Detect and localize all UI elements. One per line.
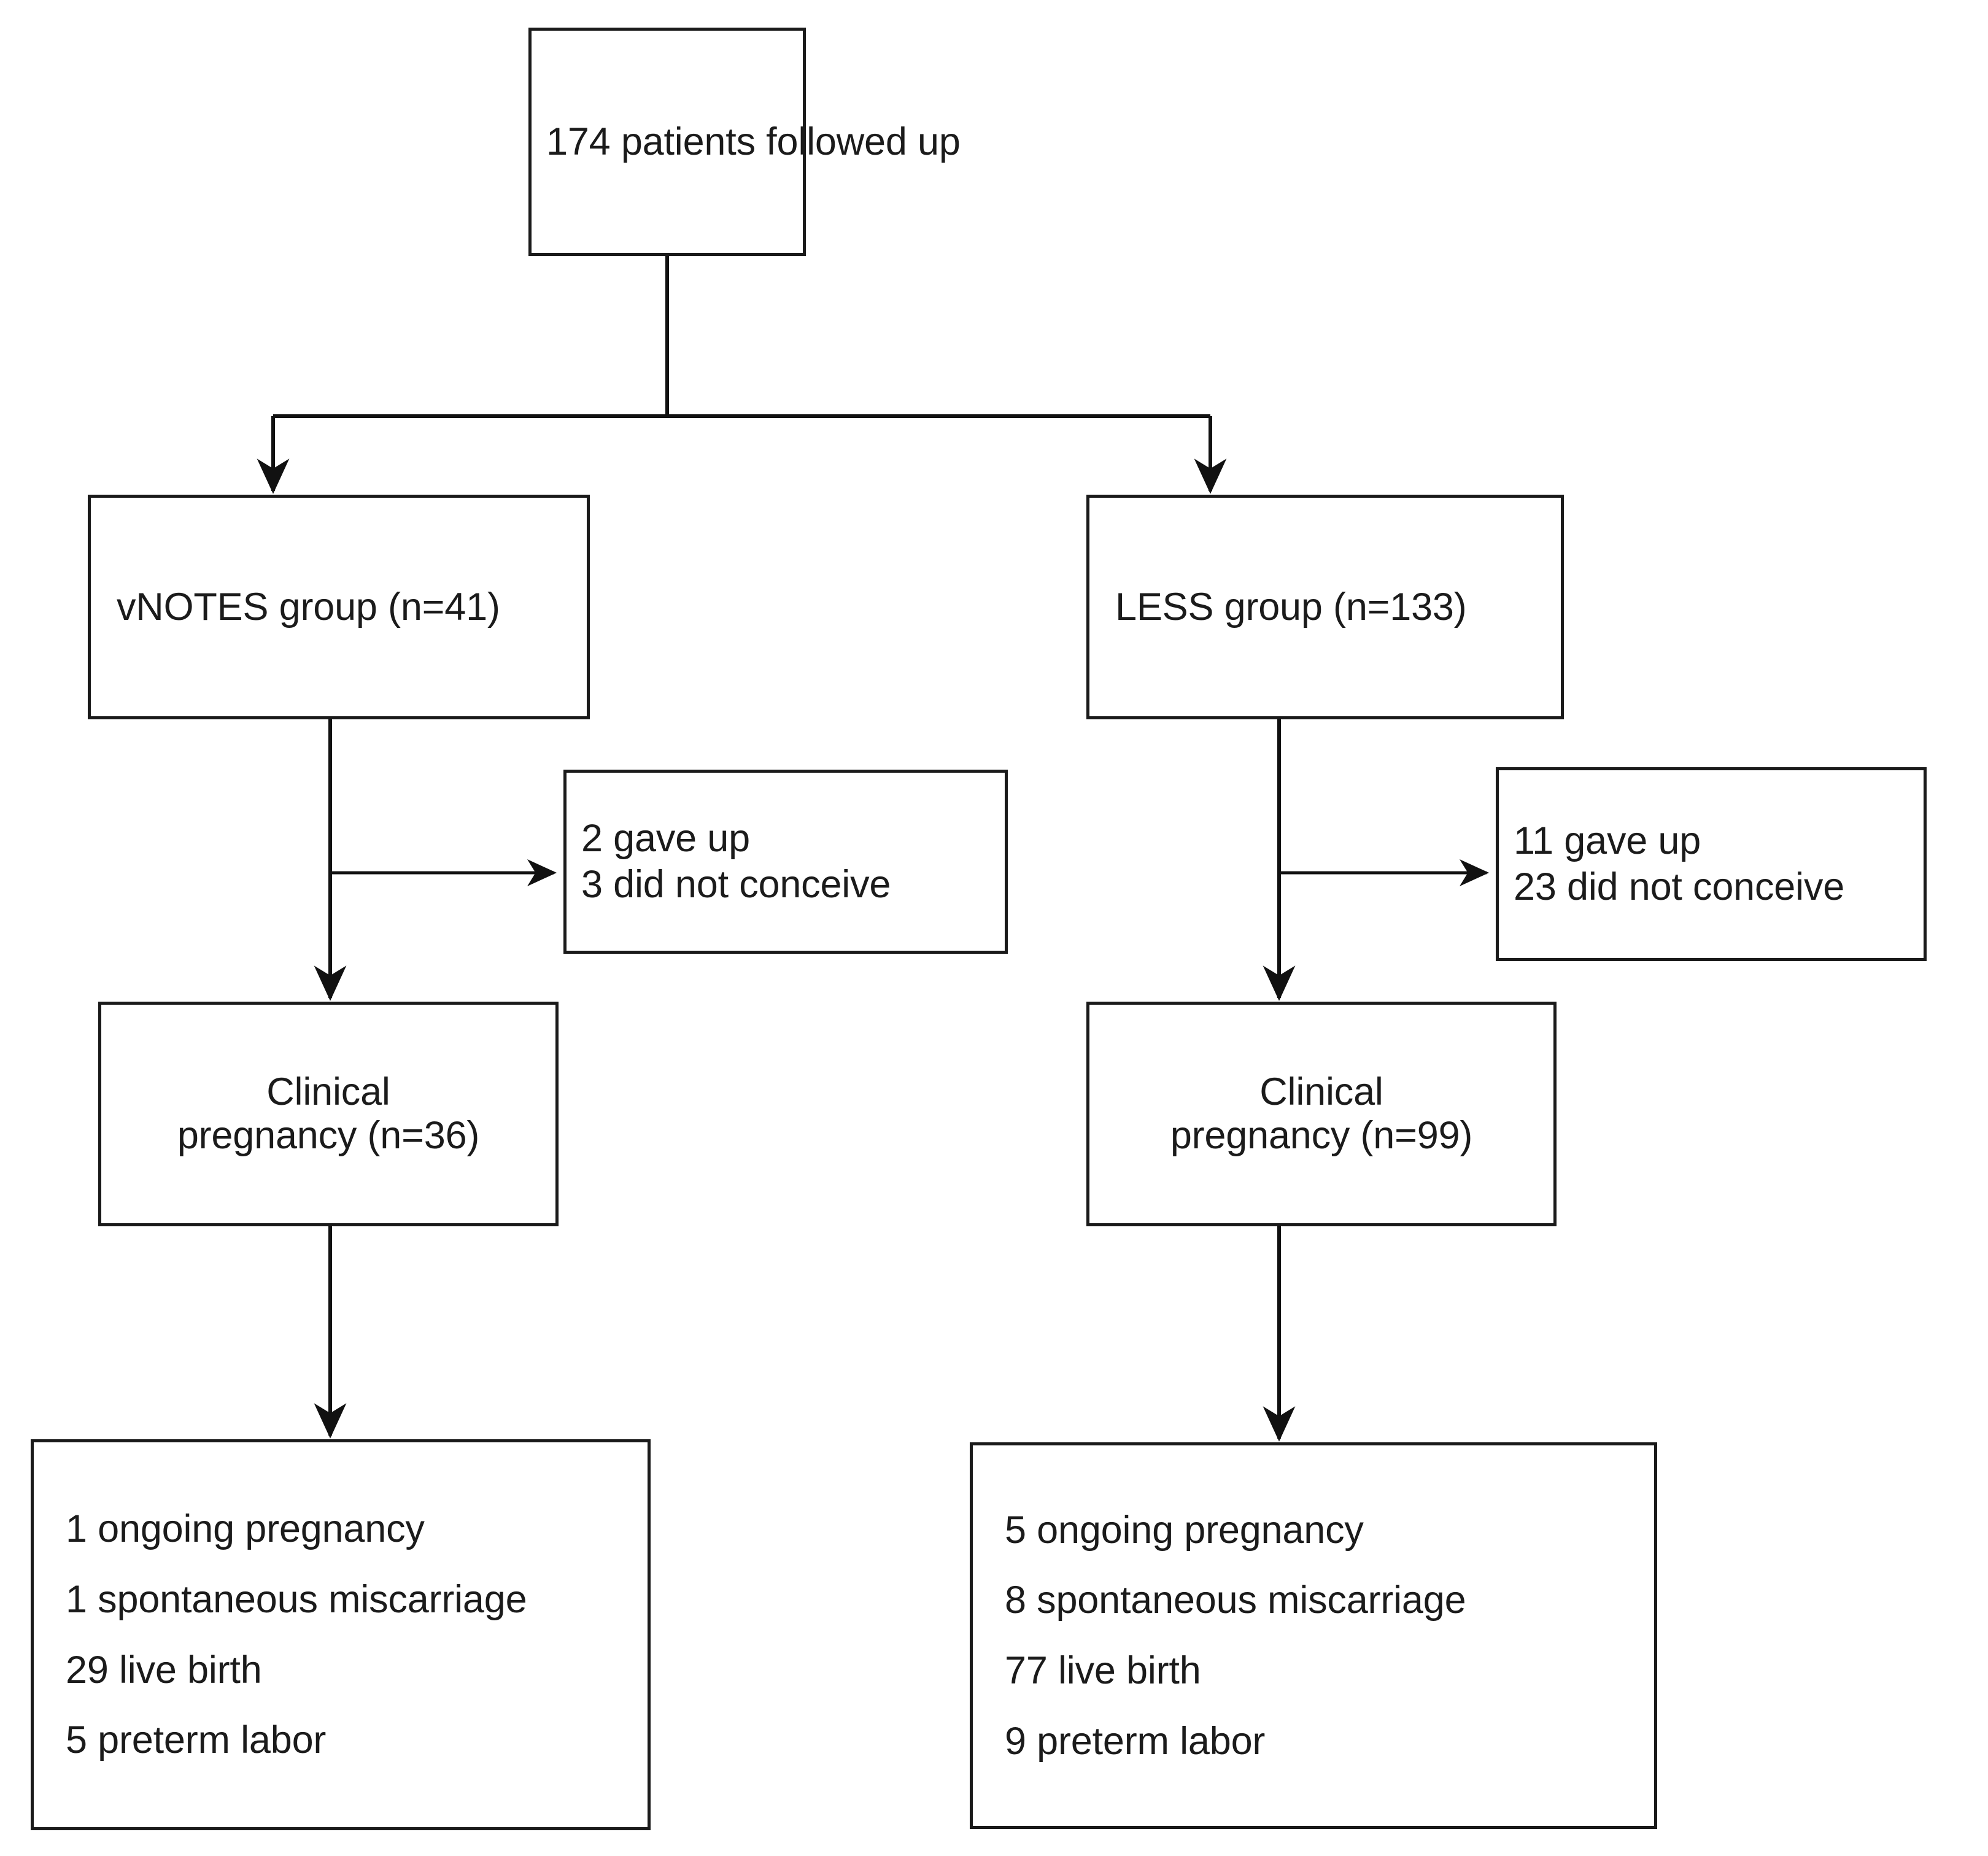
- node-exclusion-less: 11 gave up 23 did not conceive: [1496, 767, 1927, 961]
- node-less-line-1: LESS group (n=133): [1115, 585, 1467, 628]
- node-followup-line-1: 174 patients followed up: [546, 120, 961, 163]
- node-exclusion-vnotes-line-2: 3 did not conceive: [581, 863, 891, 906]
- node-pregnancy-less-line-2: pregnancy (n=99): [1170, 1114, 1473, 1157]
- node-outcomes-vnotes-line-1: 1 ongoing pregnancy: [66, 1507, 425, 1551]
- node-vnotes-group: vNOTES group (n=41): [88, 495, 590, 719]
- node-outcomes-less-line-3: 77 live birth: [1005, 1649, 1201, 1692]
- node-pregnancy-less-line-1: Clinical: [1259, 1070, 1383, 1114]
- node-exclusion-less-line-1: 11 gave up: [1514, 819, 1701, 863]
- node-exclusion-less-line-2: 23 did not conceive: [1514, 865, 1845, 908]
- node-exclusion-vnotes: 2 gave up 3 did not conceive: [563, 770, 1008, 954]
- node-clinical-pregnancy-vnotes: Clinical pregnancy (n=36): [98, 1002, 559, 1226]
- node-outcomes-less-line-2: 8 spontaneous miscarriage: [1005, 1579, 1466, 1622]
- node-outcomes-less: 5 ongoing pregnancy 8 spontaneous miscar…: [970, 1442, 1657, 1829]
- node-exclusion-vnotes-line-1: 2 gave up: [581, 817, 750, 860]
- node-outcomes-vnotes-line-2: 1 spontaneous miscarriage: [66, 1577, 527, 1621]
- node-vnotes-line-1: vNOTES group (n=41): [117, 585, 500, 628]
- edge-followup-split: [273, 256, 1210, 418]
- node-outcomes-vnotes-line-4: 5 preterm labor: [66, 1719, 327, 1762]
- node-clinical-pregnancy-less: Clinical pregnancy (n=99): [1086, 1002, 1557, 1226]
- node-less-group: LESS group (n=133): [1086, 495, 1564, 719]
- node-outcomes-less-line-1: 5 ongoing pregnancy: [1005, 1508, 1364, 1552]
- node-pregnancy-vnotes-line-1: Clinical: [266, 1070, 390, 1114]
- node-outcomes-vnotes: 1 ongoing pregnancy 1 spontaneous miscar…: [31, 1439, 651, 1830]
- node-outcomes-less-line-4: 9 preterm labor: [1005, 1719, 1266, 1763]
- node-outcomes-vnotes-line-3: 29 live birth: [66, 1648, 262, 1692]
- node-patients-followed-up: 174 patients followed up: [528, 28, 961, 256]
- node-pregnancy-vnotes-line-2: pregnancy (n=36): [177, 1114, 480, 1157]
